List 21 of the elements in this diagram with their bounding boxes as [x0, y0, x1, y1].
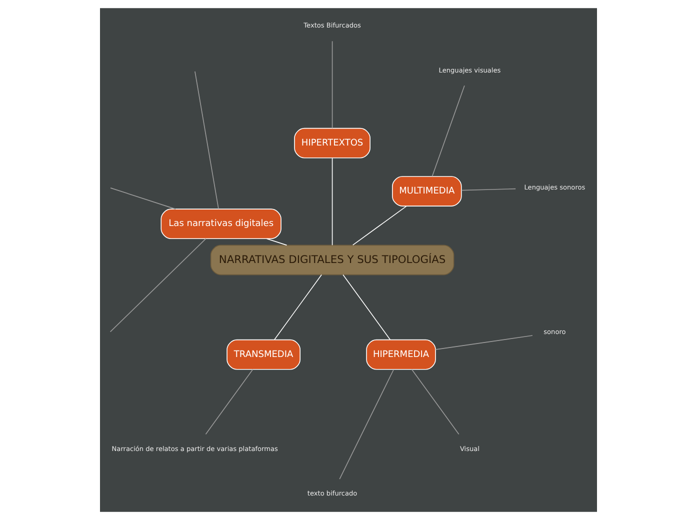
connector: [338, 369, 394, 480]
connector: [109, 238, 206, 332]
node-box: MULTIMEDIA: [392, 176, 462, 206]
connector: [342, 274, 390, 340]
connector: [352, 206, 406, 246]
node-box: HIPERMEDIA: [366, 339, 436, 370]
connector: [331, 158, 332, 246]
connector: [266, 238, 287, 246]
node-box: Las narrativas digitales: [160, 208, 281, 240]
connector: [204, 368, 253, 435]
connector: [110, 188, 176, 210]
node-box: TRANSMEDIA: [226, 339, 300, 370]
connector: [274, 274, 322, 340]
node-box: HIPERTEXTOS: [294, 128, 370, 158]
connector: [434, 335, 532, 350]
connector: [331, 40, 332, 129]
node-box: NARRATIVAS DIGITALES Y SUS TIPOLOGÍAS: [210, 244, 454, 276]
connector: [431, 85, 464, 177]
connector: [410, 368, 459, 435]
connector: [194, 71, 218, 210]
connector: [460, 188, 516, 191]
